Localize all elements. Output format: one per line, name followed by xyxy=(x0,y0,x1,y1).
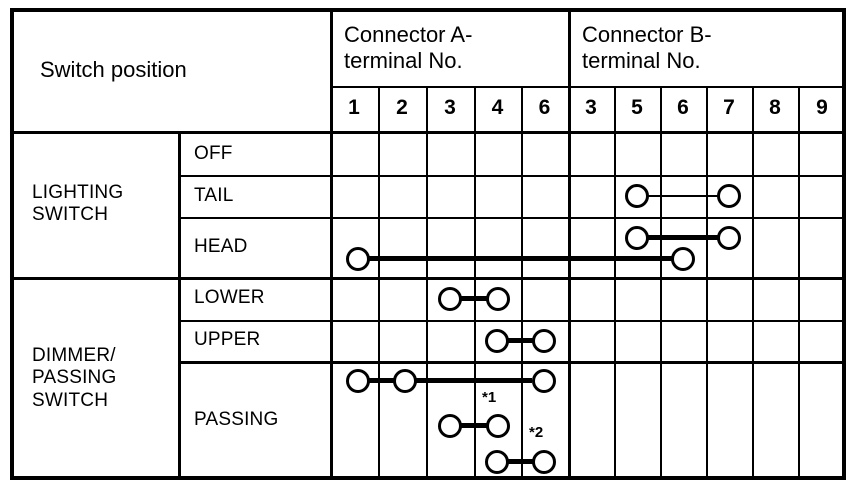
footnote-marker-1: *1 xyxy=(482,389,497,406)
rule-h-off-tail xyxy=(178,175,846,177)
continuity-node-head-b5 xyxy=(625,226,649,250)
rule-v-group-position xyxy=(178,133,181,480)
switch-group-lighting: LIGHTING SWITCH xyxy=(32,181,124,225)
continuity-link-head-a1-b6 xyxy=(358,256,683,261)
rule-v-colA4-A6 xyxy=(521,86,523,480)
footnote-marker-2: *2 xyxy=(529,424,544,441)
table-frame xyxy=(10,8,846,480)
continuity-node-tail-b7 xyxy=(717,184,741,208)
connector-a-header: Connector A- terminal No. xyxy=(344,22,473,73)
switch-position-head: HEAD xyxy=(194,235,248,257)
rule-v-colA1-A2 xyxy=(378,86,380,480)
continuity-node-upper-a4 xyxy=(485,329,509,353)
continuity-link-tail-b5-b7 xyxy=(637,195,729,197)
terminal-header-a-2: 2 xyxy=(396,96,408,120)
rule-h-lighting-dimmer xyxy=(10,277,846,280)
continuity-node-tail-b5 xyxy=(625,184,649,208)
connector-b-header: Connector B- terminal No. xyxy=(582,22,712,73)
continuity-node-passing-a4-bottom xyxy=(485,450,509,474)
continuity-node-lower-a3 xyxy=(438,287,462,311)
continuity-node-upper-a6 xyxy=(532,329,556,353)
switch-position-upper: UPPER xyxy=(194,329,261,351)
rule-v-colB8-B9 xyxy=(798,86,800,480)
terminal-header-b-3: 3 xyxy=(585,96,597,120)
terminal-header-b-8: 8 xyxy=(769,96,781,120)
switch-position-off: OFF xyxy=(194,142,233,164)
rule-v-connectorA-connectorB xyxy=(568,8,571,480)
continuity-node-passing-a4 xyxy=(486,414,510,438)
rule-v-colB3-B5 xyxy=(614,86,616,480)
rule-h-connector-terminals xyxy=(330,86,846,88)
terminal-header-b-7: 7 xyxy=(723,96,735,120)
continuity-link-lower-a3-a4 xyxy=(450,296,498,301)
continuity-node-head-a1 xyxy=(346,247,370,271)
terminal-header-a-3: 3 xyxy=(444,96,456,120)
rule-v-title-terminals xyxy=(330,8,333,480)
rule-h-lower-upper xyxy=(178,320,846,322)
terminal-header-b-5: 5 xyxy=(631,96,643,120)
continuity-link-passing-a3-a4 xyxy=(450,423,498,428)
rule-v-colB5-B6 xyxy=(660,86,662,480)
switch-group-dimmer-passing: DIMMER/ PASSING SWITCH xyxy=(32,344,117,411)
terminal-header-b-6: 6 xyxy=(677,96,689,120)
continuity-node-head-b6 xyxy=(671,247,695,271)
continuity-node-passing-a6-bottom xyxy=(532,450,556,474)
continuity-node-lower-a4 xyxy=(486,287,510,311)
continuity-node-passing-a3 xyxy=(438,414,462,438)
continuity-node-head-b7 xyxy=(717,226,741,250)
switch-position-passing: PASSING xyxy=(194,409,279,431)
rule-h-upper-passing xyxy=(178,361,846,364)
continuity-link-passing-a4-a6 xyxy=(497,459,544,464)
rule-h-tail-head xyxy=(178,217,846,219)
continuity-node-passing-a6-top xyxy=(532,369,556,393)
terminal-header-a-6: 6 xyxy=(538,96,551,120)
continuity-node-passing-a1 xyxy=(346,369,370,393)
switch-position-lower: LOWER xyxy=(194,287,265,309)
continuity-node-passing-a2 xyxy=(393,369,417,393)
rule-v-colB6-B7 xyxy=(706,86,708,480)
rule-v-colA2-A3 xyxy=(426,86,428,480)
terminal-header-a-1: 1 xyxy=(348,96,360,120)
continuity-link-passing-a1-a6 xyxy=(358,378,532,383)
rule-v-colA3-A4 xyxy=(474,86,476,480)
terminal-header-a-4: 4 xyxy=(491,96,504,120)
rule-v-colB7-B8 xyxy=(752,86,754,480)
rule-h-header-body xyxy=(10,131,846,134)
continuity-link-head-b5-b7 xyxy=(637,235,729,240)
continuity-link-upper-a4-a6 xyxy=(497,338,544,343)
terminal-header-b-9: 9 xyxy=(816,96,828,120)
page-title: Switch position xyxy=(40,56,187,82)
switch-position-tail: TAIL xyxy=(194,184,234,206)
